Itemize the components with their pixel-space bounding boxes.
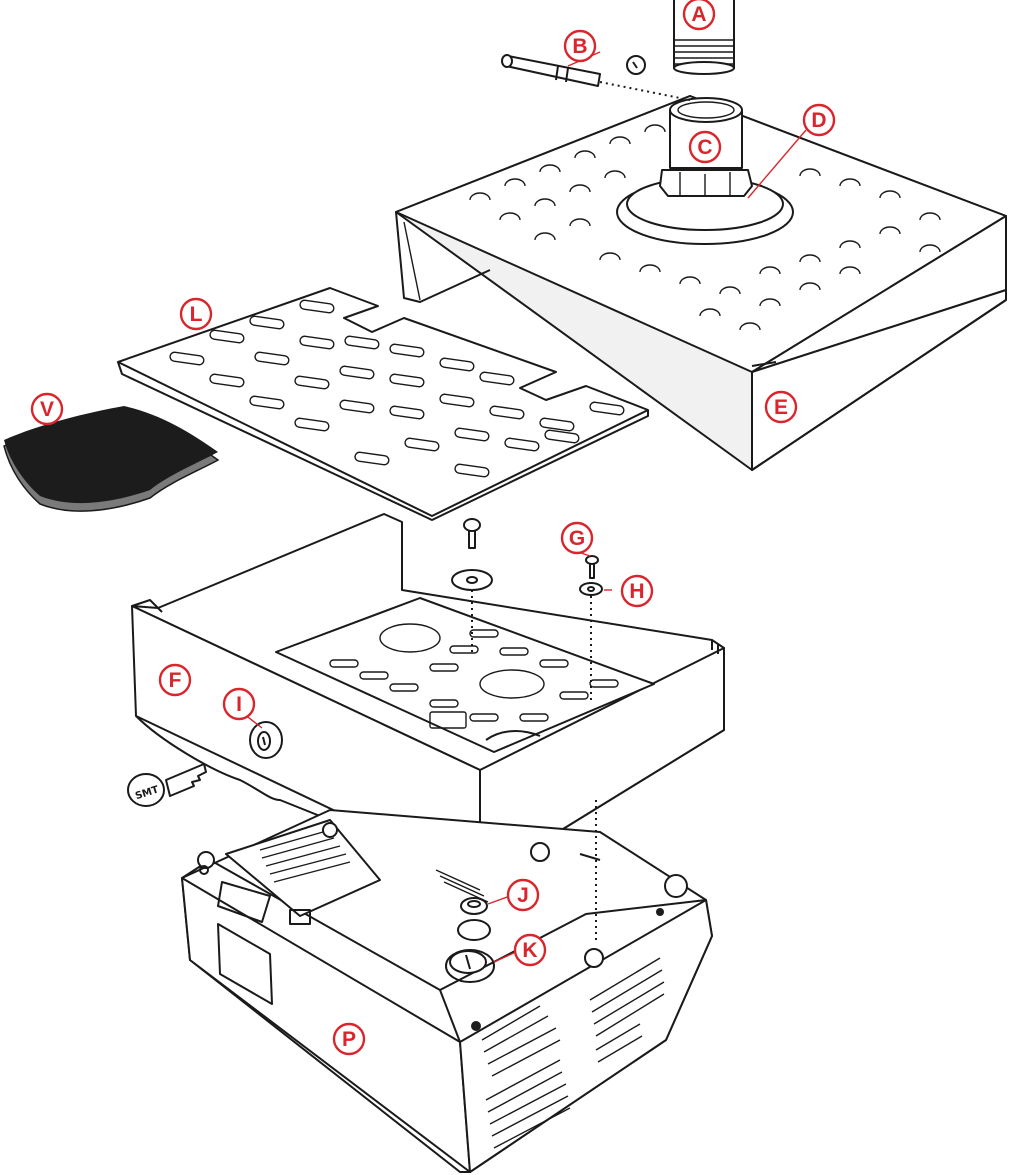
leader-K [493,951,517,963]
label-K: K [513,933,547,967]
label-F: F [158,663,192,697]
label-L: L [179,297,213,331]
projector-P [181,809,713,1173]
label-A: A [682,0,716,31]
locking-pin-B [501,54,691,101]
label-P: P [332,1022,366,1056]
leader-D [747,129,807,199]
leader-J [487,895,511,905]
svg-text:P: P [342,1028,356,1051]
label-C: C [688,130,722,164]
svg-text:C: C [697,136,712,159]
svg-text:F: F [169,669,182,692]
svg-text:J: J [517,884,529,907]
label-H: H [620,574,654,608]
svg-text:A: A [691,3,706,26]
enclosure-floor-slots [329,623,619,729]
svg-text:V: V [40,398,54,421]
key-icon: SMT [127,763,207,807]
label-D: D [802,103,836,137]
label-V: V [30,392,64,426]
svg-text:B: B [572,35,587,58]
security-enclosure-F [131,513,725,881]
svg-text:L: L [190,303,203,326]
svg-text:E: E [774,396,788,419]
knob-K [445,949,495,983]
foam-pad-V [3,406,220,512]
label-E: E [764,390,798,424]
svg-text:K: K [522,939,537,962]
svg-text:H: H [629,580,644,603]
spacer-J [457,897,491,941]
label-I: I [222,687,256,721]
plate-perforations [469,124,941,331]
adapter-plate-L [117,287,649,521]
svg-text:D: D [811,109,826,132]
screw-G [585,555,599,579]
washer-H [579,582,603,944]
screw-left [451,518,493,656]
label-J: J [506,878,540,912]
lock-I [249,721,283,759]
label-G: G [560,521,594,555]
plate-slots [169,299,625,478]
projector-top-vents [259,829,665,1149]
svg-text:I: I [236,693,242,716]
label-B: B [563,29,597,63]
svg-text:G: G [569,527,585,550]
